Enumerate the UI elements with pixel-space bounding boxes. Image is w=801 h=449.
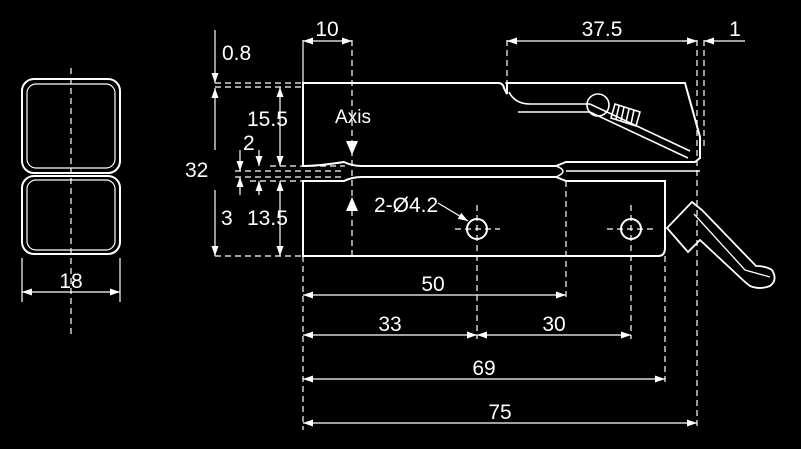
dim-body-length: 69 bbox=[472, 357, 495, 380]
axis-arrow-down bbox=[346, 141, 358, 155]
lever-inner bbox=[693, 213, 771, 278]
spring-coil bbox=[586, 93, 610, 117]
axis-arrow-up bbox=[346, 197, 358, 211]
dim-hole1-pos: 33 bbox=[378, 313, 401, 336]
dimension-lines bbox=[211, 30, 745, 427]
holes-label: 2-Ø4.2 bbox=[374, 194, 438, 217]
dim-top-gap: 10 bbox=[315, 18, 338, 41]
spring-leaf-lower bbox=[518, 111, 689, 159]
lever-arm bbox=[665, 200, 776, 289]
axis-label: Axis bbox=[335, 107, 371, 128]
dim-jaw-tip: 1 bbox=[729, 18, 741, 41]
upper-jaw-outline bbox=[302, 82, 701, 168]
dim-upper-height: 15.5 bbox=[247, 108, 288, 131]
lower-body-outline bbox=[302, 176, 666, 257]
side-upper-inner bbox=[26, 83, 116, 169]
spring-box bbox=[610, 102, 641, 128]
spring-leaf bbox=[508, 91, 691, 152]
slot-end bbox=[555, 165, 564, 178]
dim-lower-height: 13.5 bbox=[247, 207, 288, 230]
dim-overall-length: 75 bbox=[488, 401, 511, 424]
dim-hole-spacing: 30 bbox=[542, 313, 565, 336]
dim-slot-bottom: 3 bbox=[221, 207, 233, 230]
dim-jaw-length: 37.5 bbox=[582, 18, 623, 41]
dim-total-height: 32 bbox=[185, 159, 208, 182]
centerlines bbox=[215, 40, 705, 430]
dim-slot-length: 50 bbox=[421, 273, 444, 296]
side-view bbox=[21, 68, 121, 338]
dim-top-offset: 0.8 bbox=[222, 42, 251, 65]
dimension-texts: 0.8 10 37.5 1 15.5 32 2 3 13.5 50 33 30 … bbox=[185, 18, 741, 424]
dim-slot: 2 bbox=[243, 132, 255, 155]
dim-side-width: 18 bbox=[59, 270, 82, 293]
